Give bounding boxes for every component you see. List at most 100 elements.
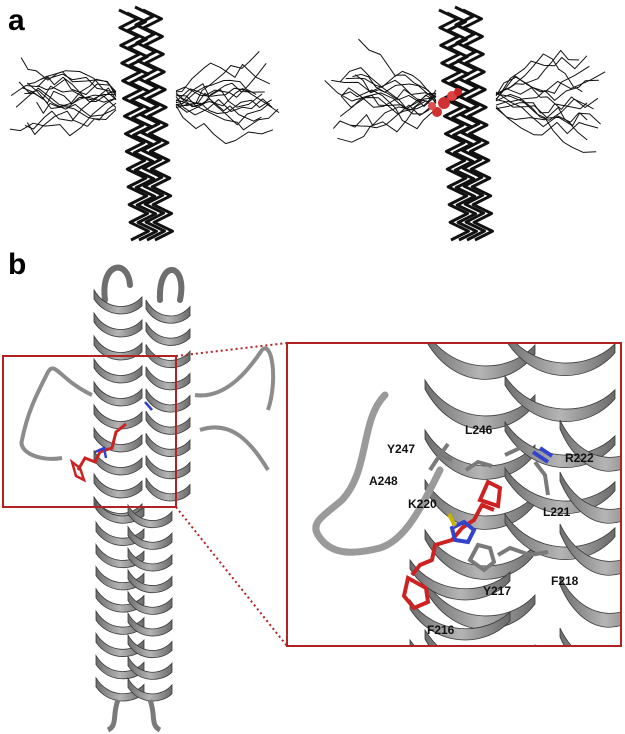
helix-ribbon <box>127 655 173 680</box>
residue-label-y247: Y247 <box>387 442 415 456</box>
helix-ribbon <box>93 288 143 315</box>
loop-trace <box>24 92 117 121</box>
loop-trace <box>495 102 588 114</box>
helix-ribbon <box>93 357 143 384</box>
helix-ribbon <box>95 676 145 702</box>
ligand-ring <box>69 458 87 483</box>
c-terminus <box>106 699 162 733</box>
loop-trace <box>9 97 117 137</box>
zoom-connector-top <box>175 342 288 357</box>
helix-ribbon <box>507 343 616 376</box>
loop-trace <box>495 71 606 96</box>
loop-trace <box>352 73 437 104</box>
loop-trace <box>175 79 257 106</box>
zoom-connector-bottom <box>175 506 288 647</box>
helix-ribbon <box>145 477 191 502</box>
helix-ribbon <box>504 512 616 560</box>
helix-ribbon <box>427 343 536 380</box>
helix-ribbon <box>145 410 191 435</box>
helix-ribbon <box>559 523 621 576</box>
loop-right <box>199 425 270 472</box>
residue-label-f218: F218 <box>551 574 579 588</box>
helix-ribbon <box>145 366 191 391</box>
helix-ribbon <box>145 344 191 368</box>
helix-ribbon <box>409 638 416 646</box>
loop-trace <box>495 106 599 136</box>
nitrogen-atoms <box>531 446 554 464</box>
side-chains <box>428 442 550 573</box>
helix-ribbon <box>424 628 536 646</box>
loop-trace <box>495 55 588 101</box>
loop-trace <box>495 93 594 121</box>
helix-trace <box>438 8 470 242</box>
loop-trace <box>341 87 437 108</box>
residue-label-k220: K220 <box>408 497 437 511</box>
loop-zoomed <box>312 391 444 556</box>
residue-label-l246: L246 <box>465 423 493 437</box>
nitrogen-atoms <box>449 519 477 545</box>
loop-trace <box>175 83 263 108</box>
ensemble-right <box>324 5 606 242</box>
helix-ribbon <box>127 676 173 702</box>
helix-ribbon <box>127 590 173 615</box>
helix-ribbon <box>559 471 621 524</box>
loop-trace <box>24 93 117 130</box>
loop-trace <box>495 107 588 126</box>
loop-trace <box>495 53 583 95</box>
ligand-sticks <box>76 422 127 471</box>
helix-ribbon <box>145 455 191 480</box>
helix-ribbon <box>127 525 173 550</box>
residue-labels: L246 Y247 R222 A248 K220 L221 F218 Y217 … <box>369 423 594 637</box>
helix-ribbon <box>145 433 191 457</box>
helix-ribbon <box>504 466 616 514</box>
loop-trace <box>495 76 599 110</box>
loop-trace <box>337 100 437 143</box>
loop-right <box>194 346 276 411</box>
loop-trace <box>175 62 271 93</box>
helix-ribbon <box>95 654 145 680</box>
helix-ribbon <box>559 575 621 628</box>
loop-trace <box>495 49 580 95</box>
panel-b-label: b <box>8 248 27 281</box>
ligand-sticks <box>410 503 495 577</box>
loop-trace <box>350 101 437 129</box>
loop-trace <box>345 74 437 101</box>
loop-trace <box>495 93 597 153</box>
ligand-ring <box>401 574 431 611</box>
loop-trace <box>331 79 437 98</box>
zoom-inset <box>287 343 621 646</box>
loop-trace <box>358 38 437 98</box>
helix-trace <box>118 8 150 242</box>
loop-trace <box>340 93 437 115</box>
loop-trace <box>175 105 274 145</box>
helix-ribbon <box>559 419 621 472</box>
helix-ribbon <box>559 627 573 646</box>
helix-ribbon <box>409 558 511 601</box>
loop-trace <box>333 96 437 129</box>
loop-trace <box>175 99 272 114</box>
selection-box <box>2 355 177 508</box>
nitrogen-atoms <box>144 401 153 411</box>
ligand-ensemble <box>428 88 462 117</box>
residue-label-f216: F216 <box>427 623 455 637</box>
loop-trace <box>354 74 437 103</box>
helix-trace <box>134 5 166 242</box>
loop-trace <box>18 81 117 117</box>
nitrogen-atoms <box>94 446 108 459</box>
ensemble-left <box>9 5 280 242</box>
helix-ribbon <box>95 609 145 635</box>
panel-a-label: a <box>8 4 25 37</box>
helix-ribbon <box>409 598 511 641</box>
loop-trace <box>10 71 117 97</box>
helix-ribbon <box>93 449 143 476</box>
helix-ribbon <box>127 546 173 572</box>
helix-ribbon <box>145 299 191 324</box>
helix-ribbon <box>93 311 143 338</box>
loop-trace <box>26 109 117 135</box>
loop-trace <box>37 78 117 97</box>
loop-trace <box>175 86 265 97</box>
residue-label-r222: R222 <box>565 451 594 465</box>
helix-ribbon <box>504 374 616 422</box>
residue-label-l221: L221 <box>543 505 571 519</box>
